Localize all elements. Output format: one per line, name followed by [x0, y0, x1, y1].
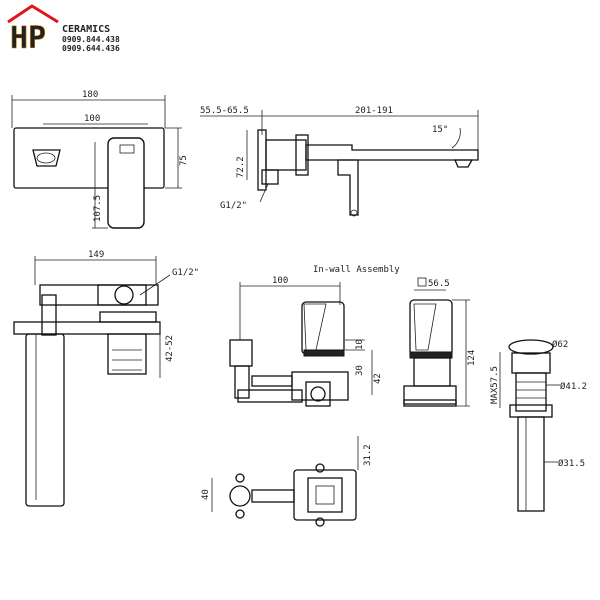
dim-side-height: 72.2 — [236, 156, 246, 178]
drain-assembly: Ø62 Ø41.2 Ø31.5 MAX57.5 — [490, 339, 587, 512]
side-thread-label: G1/2" — [220, 201, 247, 211]
dim-inwall-width: 100 — [272, 276, 288, 286]
dim-height-75: 75 — [179, 155, 189, 166]
dim-drain-mid: Ø41.2 — [560, 381, 587, 392]
dim-inwall-56: 56.5 — [428, 279, 450, 289]
in-wall-assembly: In-wall Assembly 100 10 30 42 56.5 — [201, 265, 477, 527]
dim-drain-low: Ø31.5 — [558, 458, 585, 469]
dim-inwall-10: 10 — [355, 339, 365, 350]
logo-text: HP — [10, 21, 46, 56]
dim-drain-top: Ø62 — [552, 339, 568, 350]
logo-phone-2: 0909.644.436 — [62, 44, 120, 53]
dim-inwall-30: 30 — [355, 365, 365, 376]
dim-lower-107: 107.5 — [93, 195, 103, 222]
front-view: 149 G1/2" 42-52 — [13, 250, 199, 507]
dim-drain-max: MAX57.5 — [490, 366, 500, 404]
front-thread-label: G1/2" — [172, 268, 199, 278]
in-wall-title: In-wall Assembly — [313, 265, 400, 275]
side-view: 55.5-65.5 201-191 15° G1/2" 72.2 — [200, 106, 479, 217]
top-view: 180 100 75 107.5 — [11, 90, 189, 229]
dim-overall-width: 180 — [82, 90, 98, 100]
dim-inwall-42: 42 — [373, 373, 383, 384]
dim-inwall-40: 40 — [201, 489, 211, 500]
dim-inwall-31: 31.2 — [363, 444, 373, 466]
dim-inwall-124: 124 — [467, 350, 477, 366]
dim-angle: 15° — [432, 125, 448, 135]
dim-inner-width: 100 — [84, 114, 100, 124]
dim-spout-reach: 201-191 — [355, 106, 393, 116]
logo-phone-1: 0909.844.438 — [62, 35, 120, 44]
house-roof-icon — [7, 4, 59, 24]
dim-front-width: 149 — [88, 250, 104, 260]
logo-tagline: CERAMICS — [62, 24, 110, 35]
dim-front-depth: 42-52 — [165, 335, 175, 362]
dim-wall-depth: 55.5-65.5 — [200, 106, 249, 116]
brand-logo: HP CERAMICS 0909.844.438 0909.644.436 — [7, 4, 120, 56]
